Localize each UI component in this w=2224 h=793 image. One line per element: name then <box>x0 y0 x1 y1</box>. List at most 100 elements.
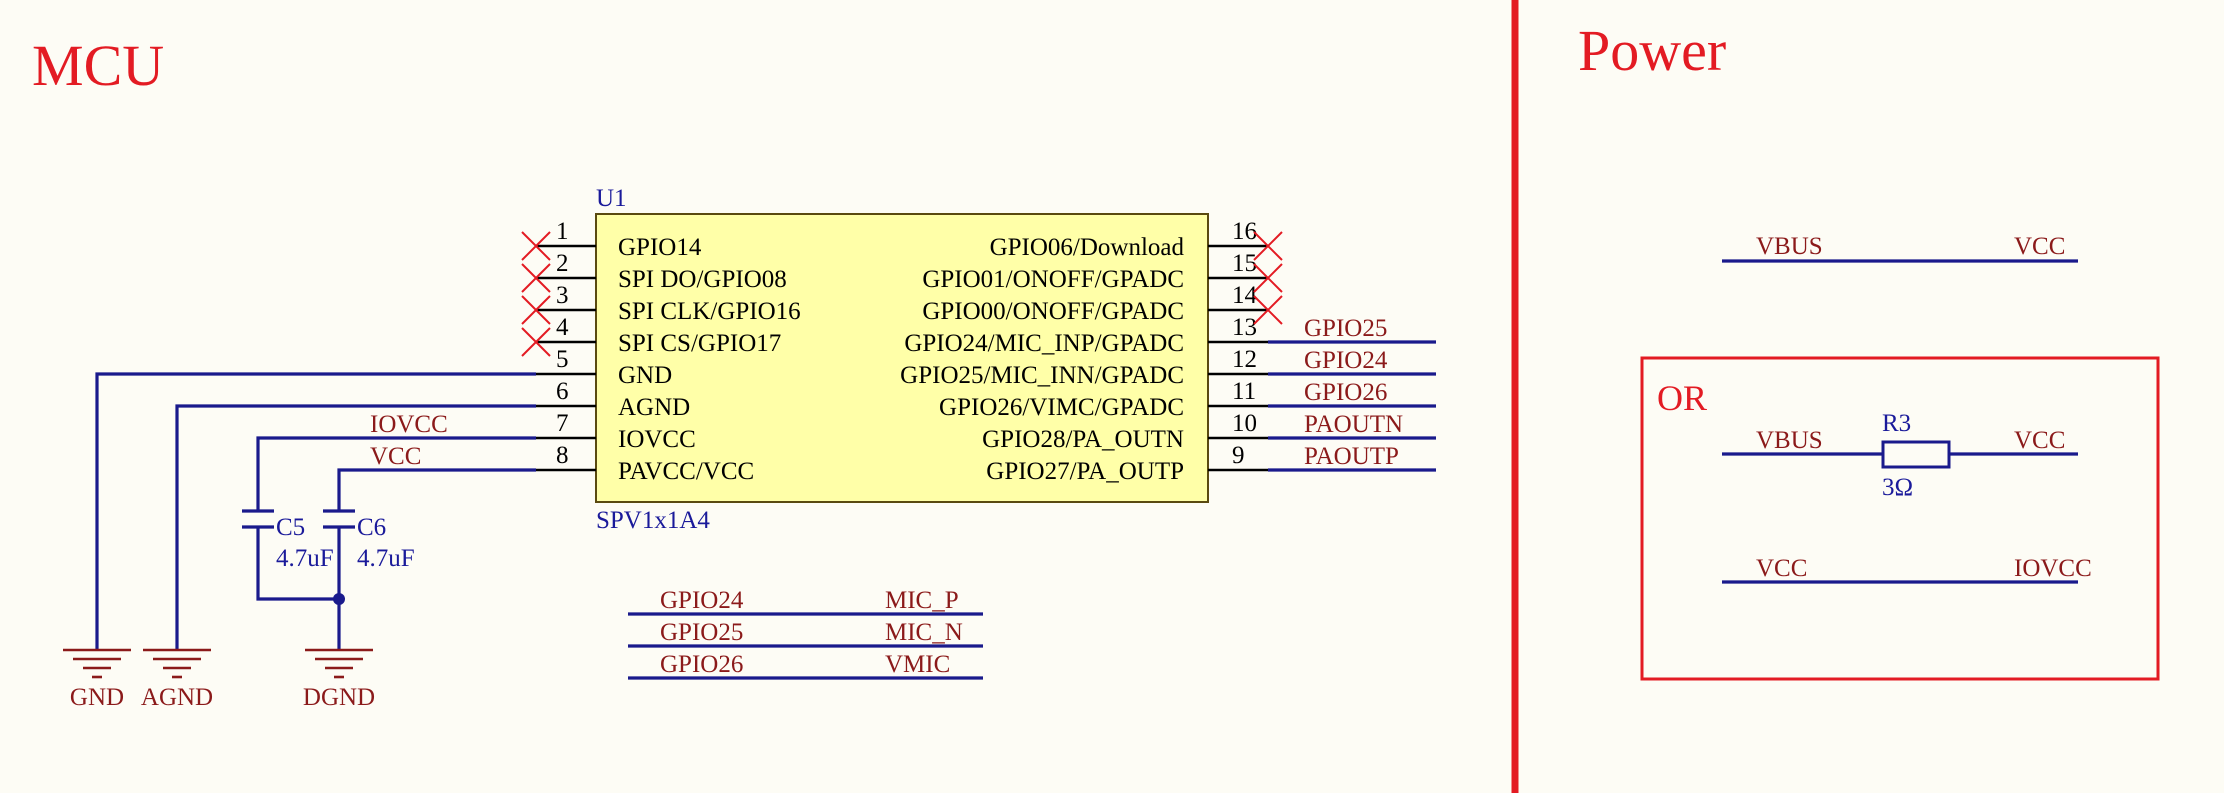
power-net-right: VCC <box>2014 233 2065 260</box>
net-label: GPIO26 <box>1304 379 1387 406</box>
right-pin: 14 GPIO00/ONOFF/GPADC <box>922 282 1268 325</box>
left-pin: 1 GPIO14 <box>536 218 702 261</box>
pin-number: 9 <box>1232 442 1245 469</box>
left-pin: 8 PAVCC/VCC <box>536 442 754 485</box>
power-net-left: VBUS <box>1756 233 1823 260</box>
right-no-connect-marks <box>1253 231 1283 325</box>
pin-number: 3 <box>556 282 569 309</box>
right-pin: 16 GPIO06/Download <box>990 218 1268 261</box>
pin-name: GPIO14 <box>618 234 702 261</box>
left-pin: 6 AGND <box>536 378 690 421</box>
alias-right: VMIC <box>885 651 950 678</box>
chip-ref-label: U1 <box>596 185 627 212</box>
chip-part-label: SPV1x1A4 <box>596 507 710 534</box>
alias-right: MIC_P <box>885 587 959 614</box>
ground-symbol-agnd: AGND <box>141 648 213 711</box>
left-pin: 4 SPI CS/GPIO17 <box>536 314 781 357</box>
pin-number: 15 <box>1232 250 1257 277</box>
power-net-right: IOVCC <box>2014 555 2092 582</box>
left-pin: 5 GND <box>536 346 672 389</box>
pin-number: 7 <box>556 410 569 437</box>
pin-name: SPI DO/GPIO08 <box>618 266 787 293</box>
junction-dot <box>333 593 345 605</box>
power-net-left: VBUS <box>1756 427 1823 454</box>
left-pins: 1 GPIO14 2 SPI DO/GPIO08 3 SPI CLK/GPIO1… <box>536 218 801 485</box>
alias-right: MIC_N <box>885 619 963 646</box>
pin-number: 14 <box>1232 282 1258 309</box>
pin-name: GPIO28/PA_OUTN <box>982 426 1184 453</box>
net-label: PAOUTP <box>1304 443 1399 470</box>
left-pin: 2 SPI DO/GPIO08 <box>536 250 787 293</box>
ground-label: AGND <box>141 684 213 711</box>
left-no-connect-marks <box>521 231 551 357</box>
left-wires <box>95 372 536 650</box>
pin-number: 6 <box>556 378 569 405</box>
right-pin: 10 GPIO28/PA_OUTN <box>982 410 1268 453</box>
pin-name: GPIO26/VIMC/GPADC <box>939 394 1184 421</box>
right-pin: 12 GPIO25/MIC_INN/GPADC <box>900 346 1268 389</box>
capacitor-value: 4.7uF <box>276 545 334 572</box>
pin-name: GPIO06/Download <box>990 234 1185 261</box>
pin-name: IOVCC <box>618 426 696 453</box>
net-alias-group: GPIO24 MIC_P GPIO25 MIC_N GPIO26 VMIC <box>628 587 983 680</box>
no-connect-icon <box>1253 295 1283 325</box>
pin-name: GPIO25/MIC_INN/GPADC <box>900 362 1184 389</box>
power-option-box <box>1640 356 2160 681</box>
right-pin: 13 GPIO24/MIC_INP/GPADC <box>904 314 1268 357</box>
alias-left: GPIO25 <box>660 619 743 646</box>
ground-symbol-gnd: GND <box>63 648 131 711</box>
capacitor-c6: C6 4.7uF <box>323 509 415 572</box>
pin-number: 16 <box>1232 218 1257 245</box>
chip-body <box>595 213 1209 503</box>
pin-number: 13 <box>1232 314 1257 341</box>
right-pin: 15 GPIO01/ONOFF/GPADC <box>922 250 1268 293</box>
pin-name: GPIO01/ONOFF/GPADC <box>922 266 1184 293</box>
no-connect-icon <box>521 295 551 325</box>
pin-number: 8 <box>556 442 569 469</box>
pin-name: GPIO00/ONOFF/GPADC <box>922 298 1184 325</box>
net-label: PAOUTN <box>1304 411 1403 438</box>
left-pin: 3 SPI CLK/GPIO16 <box>536 282 801 325</box>
pin-name: GPIO24/MIC_INP/GPADC <box>904 330 1184 357</box>
capacitor-ref: C6 <box>357 514 386 541</box>
resistor-ref: R3 <box>1882 410 1911 437</box>
power-resistor-link: VBUS VCC R3 3Ω <box>1722 410 2078 501</box>
power-net-right: VCC <box>2014 427 2065 454</box>
pin-number: 4 <box>556 314 569 341</box>
ground-label: DGND <box>303 684 375 711</box>
alias-left: GPIO24 <box>660 587 744 614</box>
net-label: GPIO24 <box>1304 347 1388 374</box>
pin-number: 5 <box>556 346 569 373</box>
no-connect-icon <box>1253 263 1283 293</box>
pin-name: PAVCC/VCC <box>618 458 754 485</box>
no-connect-icon <box>521 231 551 261</box>
pin-name: GND <box>618 362 672 389</box>
pin-name: AGND <box>618 394 690 421</box>
left-pin: 7 IOVCC <box>536 410 696 453</box>
net-label-iovcc: IOVCC <box>370 411 448 438</box>
right-nets: GPIO25 GPIO24 GPIO26 PAOUTN PAOUTP <box>1268 315 1436 472</box>
ground-label: GND <box>70 684 124 711</box>
pin-number: 11 <box>1232 378 1256 405</box>
right-pin: 9 GPIO27/PA_OUTP <box>986 442 1268 485</box>
capacitor-value: 4.7uF <box>357 545 415 572</box>
net-label-vcc: VCC <box>370 443 421 470</box>
right-pin: 11 GPIO26/VIMC/GPADC <box>939 378 1268 421</box>
resistor-value: 3Ω <box>1882 474 1913 501</box>
no-connect-icon <box>1253 231 1283 261</box>
pin-number: 12 <box>1232 346 1257 373</box>
right-pins: 16 GPIO06/Download 15 GPIO01/ONOFF/GPADC… <box>900 218 1268 485</box>
ground-symbol-dgnd: DGND <box>303 648 375 711</box>
pin-number: 10 <box>1232 410 1257 437</box>
power-option-label: OR <box>1657 378 1707 418</box>
pin-number: 1 <box>556 218 569 245</box>
pin-name: GPIO27/PA_OUTP <box>986 458 1184 485</box>
mcu-section-title: MCU <box>32 33 164 98</box>
no-connect-icon <box>521 263 551 293</box>
pin-name: SPI CS/GPIO17 <box>618 330 781 357</box>
capacitor-ref: C5 <box>276 514 305 541</box>
net-label: GPIO25 <box>1304 315 1387 342</box>
resistor-body <box>1881 440 1951 469</box>
power-top-link: VBUS VCC <box>1722 233 2078 263</box>
